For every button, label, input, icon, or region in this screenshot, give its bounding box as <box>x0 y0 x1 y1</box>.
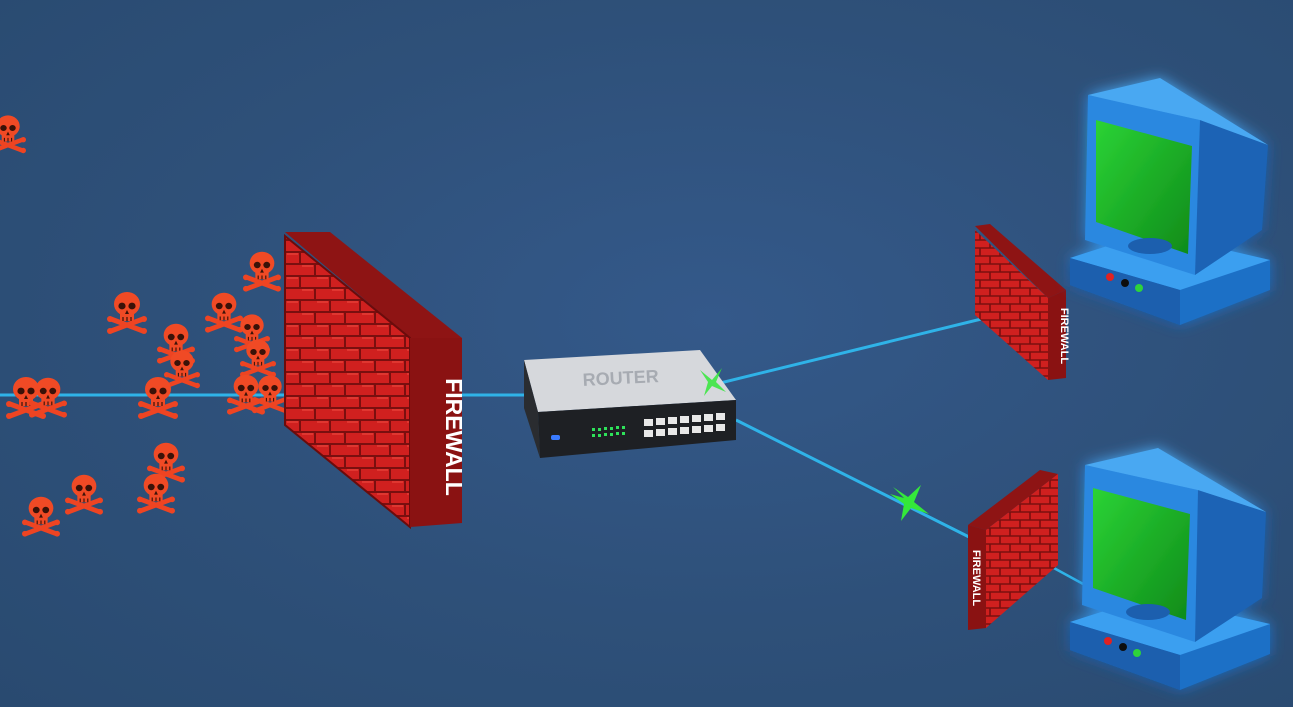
x-mark-icon <box>700 368 726 396</box>
main-firewall-label: FIREWALL <box>441 378 467 496</box>
skull-crossbones-icon <box>0 115 26 153</box>
desktop-computer-icon <box>1070 448 1270 690</box>
main-firewall: FIREWALL <box>284 232 467 530</box>
pc1-firewall: FIREWALL <box>975 224 1070 380</box>
x-mark-icon <box>890 485 929 521</box>
pc2-firewall: FIREWALL <box>968 470 1058 630</box>
skull-crossbones-icon <box>137 474 175 514</box>
skull-crossbones-icon <box>107 292 147 334</box>
router-status-leds <box>592 426 625 437</box>
router-label: ROUTER <box>582 366 659 390</box>
pc1-firewall-label: FIREWALL <box>1058 308 1070 364</box>
pc2-firewall-label: FIREWALL <box>970 550 982 606</box>
computer-1 <box>1070 78 1270 325</box>
link-router-to-pc2 <box>735 418 986 547</box>
computer-2 <box>1070 448 1270 690</box>
router-power-led <box>551 435 560 440</box>
skull-crossbones-icon <box>205 293 243 333</box>
link-router-to-pc1 <box>711 310 1011 387</box>
router: ROUTER <box>524 350 736 458</box>
blocked-marks <box>700 368 929 521</box>
router-ethernet-ports <box>644 413 725 437</box>
skull-crossbones-icon <box>243 252 281 292</box>
skull-crossbones-icon <box>22 497 60 537</box>
desktop-computer-icon <box>1070 78 1270 325</box>
skull-crossbones-icon <box>65 475 103 515</box>
threat-skulls <box>0 115 334 536</box>
